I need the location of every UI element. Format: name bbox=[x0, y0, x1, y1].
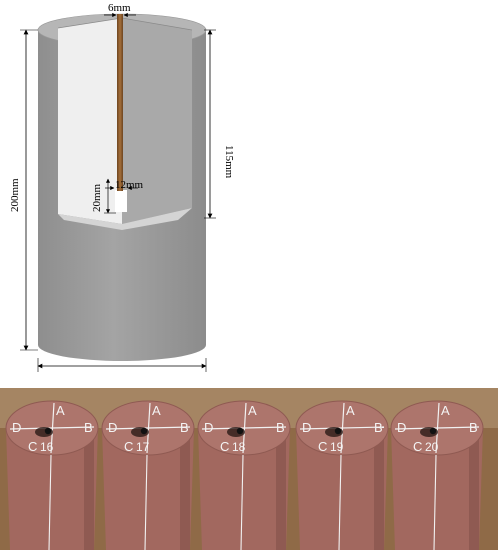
cross-line-v bbox=[242, 402, 247, 454]
direction-label-a: A bbox=[248, 403, 257, 418]
sample-body bbox=[6, 428, 98, 550]
body-line bbox=[433, 454, 437, 550]
sample-id: 16 bbox=[40, 440, 54, 454]
sample-shade bbox=[84, 428, 94, 550]
sample-16: A B CD 16 bbox=[5, 400, 99, 550]
sample-19: A B CD 19 bbox=[295, 400, 389, 550]
cylinder-diagram bbox=[37, 13, 207, 361]
sample-18: A B CD 18 bbox=[197, 400, 291, 550]
sample-20: A B CD 20 bbox=[390, 400, 484, 550]
sample-shade bbox=[276, 428, 286, 550]
sample-17: A B CD 17 bbox=[101, 400, 195, 550]
direction-label-c: C bbox=[28, 439, 37, 454]
direction-label-d: D bbox=[302, 420, 311, 435]
cutaway-back-face bbox=[58, 18, 122, 224]
direction-label-c: C bbox=[220, 439, 229, 454]
borehole-mark bbox=[236, 427, 244, 435]
body-line bbox=[48, 454, 52, 550]
direction-label-c: C bbox=[413, 439, 422, 454]
direction-label-b: B bbox=[84, 420, 93, 435]
dim-hole-width: 12mm bbox=[115, 179, 144, 191]
sample-shade bbox=[469, 428, 479, 550]
sample-id: 18 bbox=[232, 440, 246, 454]
direction-label-d: D bbox=[12, 420, 21, 435]
cutaway-side-face bbox=[122, 18, 192, 224]
cross-line-v bbox=[146, 402, 151, 454]
direction-label-b: B bbox=[374, 420, 383, 435]
body-line bbox=[144, 454, 148, 550]
sample-body bbox=[296, 428, 388, 550]
direction-label-a: A bbox=[346, 403, 355, 418]
cutaway-floor bbox=[58, 208, 192, 230]
dim-top-width: 6mm bbox=[108, 2, 131, 14]
sample-shade bbox=[180, 428, 190, 550]
direction-label-c: C bbox=[124, 439, 133, 454]
direction-label-d: D bbox=[108, 420, 117, 435]
body-line bbox=[240, 454, 244, 550]
direction-label-b: B bbox=[276, 420, 285, 435]
sample-id: 20 bbox=[425, 440, 439, 454]
borehole-mark bbox=[44, 427, 52, 435]
sample-id: 17 bbox=[136, 440, 150, 454]
direction-label-b: B bbox=[469, 420, 478, 435]
borehole-mark bbox=[429, 427, 437, 435]
direction-label-a: A bbox=[441, 403, 450, 418]
borehole-mark bbox=[140, 427, 148, 435]
dim-inner-depth: 115mm bbox=[223, 145, 235, 179]
sample-body bbox=[391, 428, 483, 550]
direction-label-b: B bbox=[180, 420, 189, 435]
direction-label-d: D bbox=[204, 420, 213, 435]
direction-label-d: D bbox=[397, 420, 406, 435]
cross-line-v bbox=[435, 402, 440, 454]
direction-label-a: A bbox=[152, 403, 161, 418]
body-line bbox=[338, 454, 342, 550]
cross-line-v bbox=[340, 402, 345, 454]
sample-shade bbox=[374, 428, 384, 550]
borehole bbox=[115, 190, 127, 212]
direction-label-a: A bbox=[56, 403, 65, 418]
sample-body bbox=[198, 428, 290, 550]
sample-body bbox=[102, 428, 194, 550]
cross-line-v bbox=[50, 402, 55, 454]
dimension-lines bbox=[20, 12, 216, 372]
dim-total-height: 200mm bbox=[9, 178, 21, 212]
dim-hole-depth: 20mm bbox=[91, 183, 103, 212]
direction-label-c: C bbox=[318, 439, 327, 454]
sample-id: 19 bbox=[330, 440, 344, 454]
borehole-mark bbox=[334, 427, 342, 435]
rod bbox=[117, 14, 123, 191]
